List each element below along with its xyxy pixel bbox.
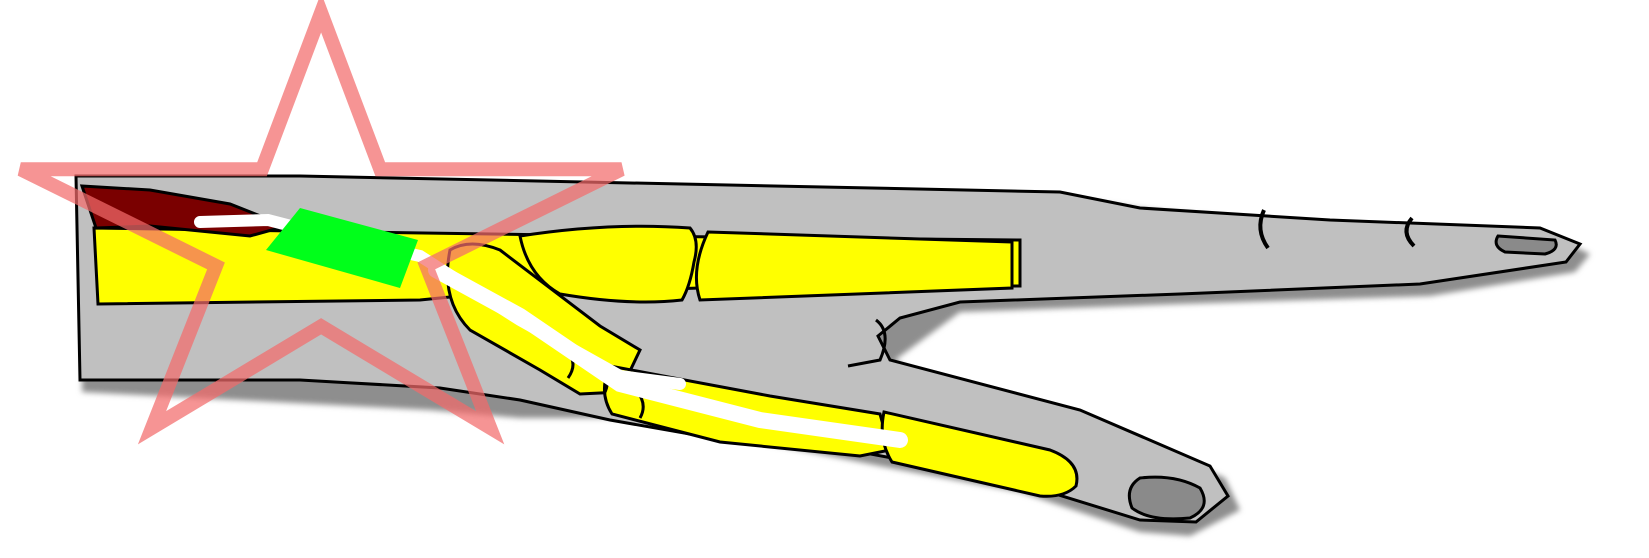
index-fingernail	[1496, 236, 1556, 254]
middle-phalanx-index	[696, 232, 1012, 300]
middle-fingernail	[1129, 477, 1204, 519]
